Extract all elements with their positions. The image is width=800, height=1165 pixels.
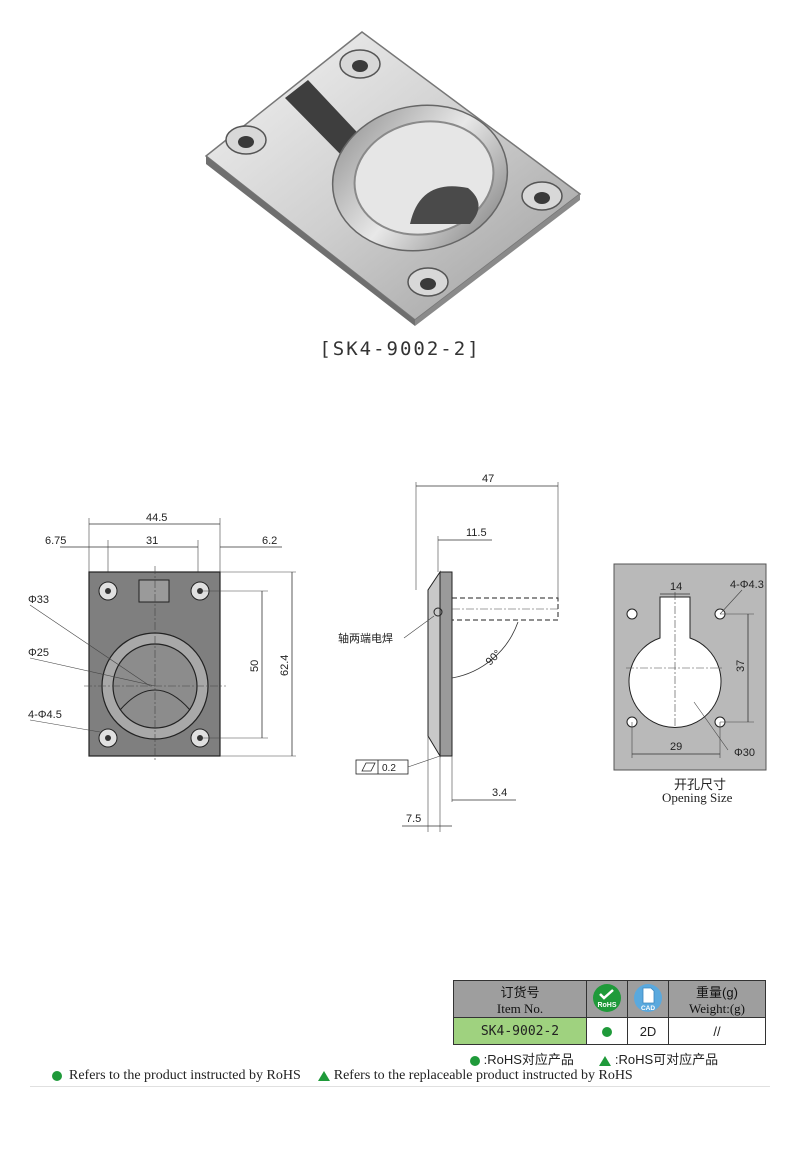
header-item-cn: 订货号 (500, 984, 540, 1000)
dim-total-depth: 47 (482, 473, 494, 485)
dim-overall-height: 62.4 (279, 655, 291, 676)
opening-size-label-en: Opening Size (662, 790, 733, 805)
opening-dim-slot-width: 14 (670, 581, 682, 593)
legend-replaceable-cn: :RoHS可对应产品 (614, 1052, 719, 1067)
legend-cn: :RoHS对应产品 :RoHS可对应产品 (470, 1049, 718, 1068)
opening-dim-hole-spacing-x: 29 (670, 741, 682, 753)
opening-size-drawing: 14 4-Φ4.3 37 29 Φ30 (613, 563, 767, 771)
header-weight-en: Weight:(g) (689, 1000, 745, 1016)
side-view-drawing: 47 11.5 轴两端电焊 90° 0.2 3.4 7.5 (338, 473, 560, 832)
rohs-cell (586, 1017, 628, 1045)
dim-overall-width: 44.5 (146, 512, 167, 524)
dim-hole-spacing-y: 50 (249, 660, 261, 672)
product-photo (204, 31, 582, 326)
cad-badge-text: CAD (641, 1005, 655, 1012)
opening-dim-hole-spacing-y: 37 (735, 660, 747, 672)
rohs-badge-icon: RoHS (593, 983, 621, 1012)
opening-dim-circle: Φ30 (734, 747, 755, 759)
dim-height: 7.5 (406, 813, 421, 825)
legend-rohs-en: Refers to the product instructed by RoHS (69, 1068, 301, 1083)
dim-offset: 11.5 (466, 527, 487, 539)
dim-plate-thickness: 3.4 (492, 787, 507, 799)
opening-dim-holes: 4-Φ4.3 (730, 579, 764, 591)
weight-cell: // (668, 1017, 766, 1045)
replaceable-triangle-icon (599, 1055, 612, 1066)
spec-table: 订货号 Item No. RoHS CAD 重量(g) Weight:(g) S… (453, 980, 766, 1045)
item-no-cell: SK4-9002-2 (453, 1017, 587, 1045)
opening-size-label-cn: 开孔尺寸 (674, 777, 727, 792)
legend-replaceable-en: Refers to the replaceable product instru… (333, 1068, 633, 1083)
weld-note: 轴两端电焊 (338, 631, 393, 645)
header-item-en: Item No. (496, 1000, 544, 1016)
flatness-value: 0.2 (382, 763, 396, 774)
legend-rohs-cn: :RoHS对应产品 (483, 1052, 574, 1067)
header-cad: CAD (627, 980, 669, 1018)
dim-right-offset: 6.2 (262, 535, 277, 547)
legend-en: Refers to the product instructed by RoHS… (52, 1068, 633, 1084)
front-view-drawing: 44.5 6.75 31 6.2 Φ33 Φ25 4-Φ4.5 50 62.4 (28, 512, 296, 762)
replaceable-triangle-icon (318, 1070, 331, 1081)
rohs-dot-icon (52, 1070, 62, 1081)
header-rohs: RoHS (586, 980, 628, 1018)
rohs-badge-text: RoHS (597, 1002, 616, 1009)
dim-ring-outer: Φ33 (28, 594, 49, 606)
rohs-dot-icon (470, 1055, 480, 1066)
dim-ring-inner: Φ25 (28, 647, 49, 659)
dim-hole-spacing-x: 31 (146, 535, 158, 547)
dim-edge-offset: 6.75 (45, 535, 66, 547)
rohs-dot-icon (602, 1027, 612, 1038)
header-weight-cn: 重量(g) (696, 984, 738, 1000)
model-caption: [SK4-9002-2] (319, 338, 481, 360)
header-item-no: 订货号 Item No. (453, 980, 587, 1018)
divider (30, 1086, 770, 1087)
cad-badge-icon: CAD (634, 983, 662, 1012)
cad-cell: 2D (627, 1017, 669, 1045)
dim-holes: 4-Φ4.5 (28, 709, 62, 721)
header-weight: 重量(g) Weight:(g) (668, 980, 766, 1018)
